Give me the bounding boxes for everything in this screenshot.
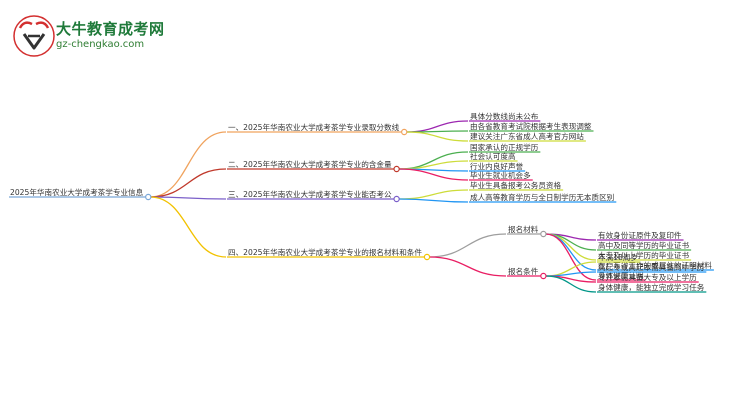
leaf-link-2-1 <box>398 151 469 170</box>
site-url: gz-chengkao.com <box>56 39 145 50</box>
site-name: 大牛教育成考网 <box>56 20 165 38</box>
group-link-1 <box>428 233 507 258</box>
branch-node-1-toggle[interactable] <box>401 128 408 136</box>
mind-map-links <box>150 120 597 293</box>
branch-link-4 <box>150 196 227 258</box>
group-node-1: 报名材料 <box>508 224 539 234</box>
mind-map-nodes: 2025年华南农业大学成考茶学专业信息 一、2025年华南农业大学成考茶学专业录取… <box>9 111 714 293</box>
group-leaf-node-2-1: 年满18周岁 <box>598 252 638 262</box>
group-node-2: 报名条件 <box>508 266 539 276</box>
leaf-node-2-1: 国家承认的正规学历 <box>470 142 539 152</box>
group-leaf-node-1-5: 身体健康证明 <box>598 270 644 280</box>
leaf-node-1-3: 建议关注广东省成人高考官方网站 <box>470 131 584 141</box>
site-logo[interactable]: 大牛教育成考网 gz-chengkao.com <box>12 14 172 60</box>
branch-node-3: 三、2025年华南农业大学成考茶学专业能否考公 <box>228 189 392 199</box>
leaf-node-2-4: 毕业生就业机会多 <box>470 170 531 180</box>
branch-node-1: 一、2025年华南农业大学成考茶学专业录取分数线 <box>228 122 400 132</box>
branch-link-1 <box>150 131 227 198</box>
group-node-1-toggle[interactable] <box>540 230 547 238</box>
group-leaf-node-2-3: 专升本需具备大专及以上学历 <box>598 272 697 282</box>
leaf-link-3-2 <box>398 198 469 203</box>
branch-node-2: 二、2025年华南农业大学成考茶学专业的含金量 <box>228 159 392 169</box>
leaf-link-1-1 <box>406 120 469 133</box>
group-node-2-toggle[interactable] <box>540 272 547 280</box>
leaf-node-3-2: 成人高等教育学历与全日制学历无本质区别 <box>470 192 614 202</box>
branch-link-3 <box>150 196 227 200</box>
leaf-node-3-1: 毕业生具备报考公务员资格 <box>470 180 562 190</box>
branch-node-4: 四、2025年华南农业大学成考茶学专业的报名材料和条件 <box>228 247 422 257</box>
bull-logo-icon <box>13 15 55 57</box>
leaf-node-1-1: 具体分数线尚未公布 <box>470 111 539 121</box>
group-leaf-link-1-5 <box>545 233 597 281</box>
branch-node-2-toggle[interactable] <box>393 165 400 173</box>
leaf-link-2-4 <box>398 168 469 181</box>
leaf-node-2-3: 行业内良好声誉 <box>470 161 524 171</box>
root-node-toggle[interactable] <box>145 193 152 201</box>
leaf-node-2-2: 社会认可度高 <box>470 151 516 161</box>
group-leaf-node-1-4: 在广东省工作的或居住的证明材料 <box>598 260 712 270</box>
group-leaf-node-2-4: 身体健康，能独立完成学习任务 <box>598 282 705 292</box>
group-leaf-link-2-2 <box>545 271 597 277</box>
group-leaf-node-1-2: 高中及同等学历的毕业证书 <box>598 240 690 250</box>
leaf-link-3-1 <box>398 189 469 200</box>
group-leaf-node-2-2: 高起专或高起本需具备高中学历 <box>598 262 705 272</box>
leaf-node-1-2: 由各省教育考试院根据考生表现调整 <box>470 121 592 131</box>
group-leaf-node-1-1: 有效身份证原件及复印件 <box>598 230 682 240</box>
group-leaf-node-1-3: 大专及以上学历的毕业证书 <box>598 250 690 260</box>
branch-node-4-toggle[interactable] <box>423 253 431 261</box>
leaf-link-1-3 <box>406 131 469 142</box>
group-link-2 <box>428 256 507 277</box>
root-node: 2025年华南农业大学成考茶学专业信息 <box>10 187 144 197</box>
group-leaf-link-2-4 <box>545 275 597 293</box>
branch-link-2 <box>150 168 227 198</box>
branch-node-3-toggle[interactable] <box>393 195 400 203</box>
